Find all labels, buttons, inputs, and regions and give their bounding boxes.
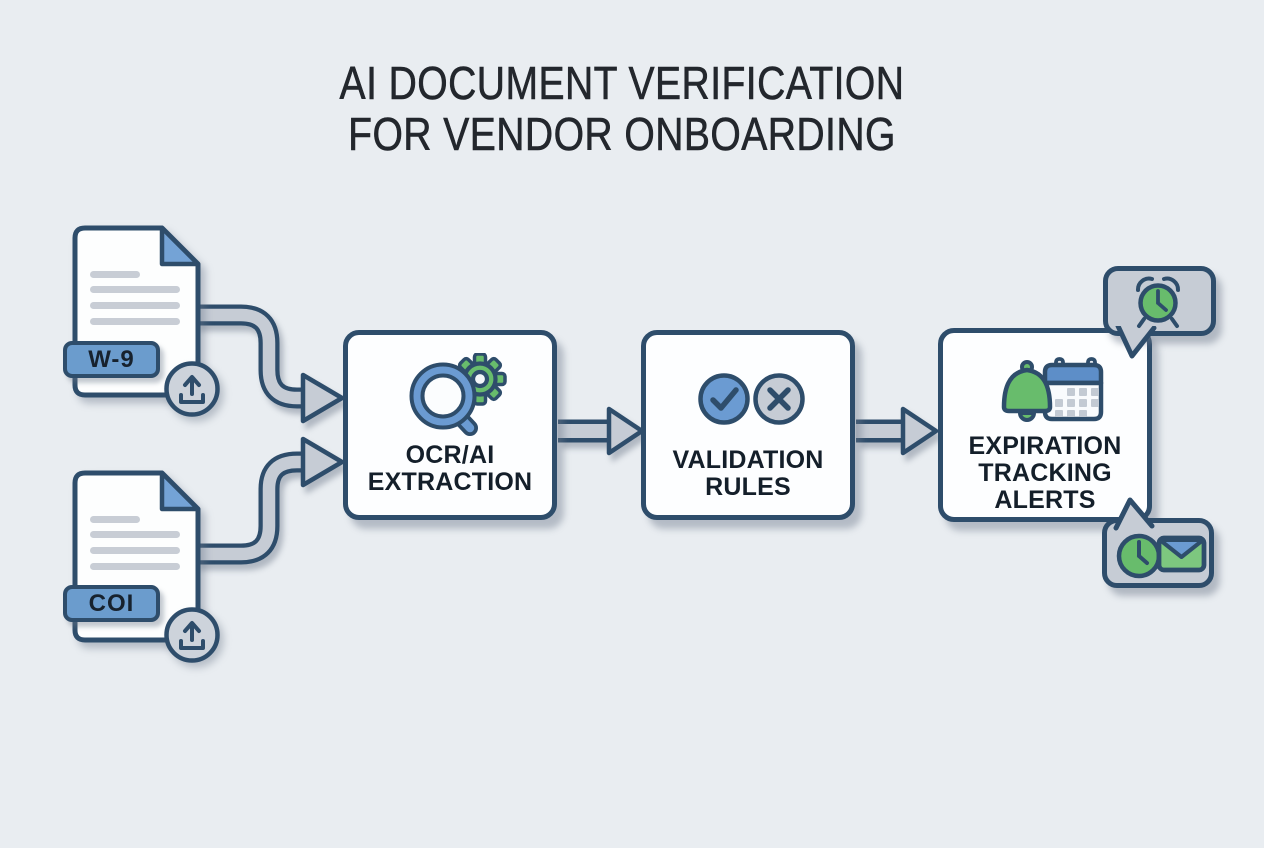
step-ocr-extraction: OCR/AI EXTRACTION [343,330,557,520]
folded-corner [159,225,201,267]
envelope-icon [1156,535,1207,573]
bubble-tail [1113,497,1155,531]
upload-icon [164,607,220,663]
curved-arrow-w9 [195,304,345,424]
text-lines [90,271,180,325]
callout-bubble-alarm [1103,266,1216,336]
bell-icon [1001,360,1053,422]
validation-icons [698,373,805,425]
step-expiration-tracking: EXPIRATION TRACKING ALERTS [938,328,1152,522]
calendar-icon [1042,357,1104,422]
magnifier-gear-icon [409,353,507,436]
alarm-clock-icon [1136,276,1180,328]
folded-corner [159,470,201,512]
magnifier-icon [409,362,478,436]
w9-badge: W-9 [63,341,160,378]
reminder-icons [1001,357,1104,422]
text-lines [90,516,180,570]
arrow-step2-step3 [856,406,939,456]
arrow-step1-step2 [558,406,645,456]
curved-arrow-coi [195,436,345,565]
step-label: OCR/AI EXTRACTION [367,441,533,496]
calendar-grid [1055,388,1099,417]
upload-icon [164,361,220,417]
check-circle-icon [698,373,750,425]
x-circle-icon [753,373,805,425]
step-label: EXPIRATION TRACKING ALERTS [968,432,1122,514]
bubble-tail [1115,326,1157,359]
coi-badge: COI [63,585,160,622]
step-validation-rules: VALIDATION RULES [641,330,855,520]
page-title: AI DOCUMENT VERIFICATION FOR VENDOR ONBO… [339,57,905,160]
step-label: VALIDATION RULES [672,446,824,501]
